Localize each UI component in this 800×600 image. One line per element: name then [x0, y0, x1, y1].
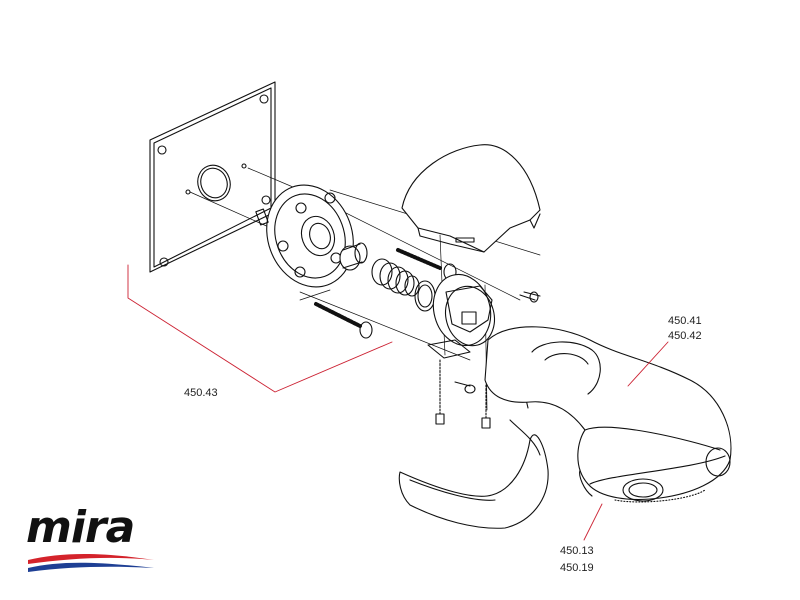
wall-plate: [149, 81, 276, 273]
cover-shroud: [401, 144, 541, 253]
sleeve: [339, 242, 368, 271]
leader-450-43: [127, 264, 393, 393]
leader-450-41: [627, 341, 669, 387]
valve-body: [427, 273, 541, 394]
logo-swoosh: [28, 554, 154, 572]
logo-wordmark: mira: [26, 502, 135, 553]
mira-logo: mira: [22, 502, 162, 578]
shower-head: [484, 326, 732, 503]
leader-450-13: [583, 503, 603, 541]
callout-450-42: 450.42: [668, 330, 702, 342]
o-ring: [414, 280, 436, 312]
lower-cover: [398, 419, 549, 529]
threaded-nut: [371, 258, 420, 297]
long-screws: [314, 248, 457, 339]
callout-450-13: 450.13: [560, 545, 594, 557]
backplate-flange: [255, 184, 354, 288]
callout-450-43: 450.43: [184, 387, 218, 399]
callout-450-19: 450.19: [560, 562, 594, 574]
callout-450-41: 450.41: [668, 315, 702, 327]
callout-leaders: [127, 264, 669, 541]
